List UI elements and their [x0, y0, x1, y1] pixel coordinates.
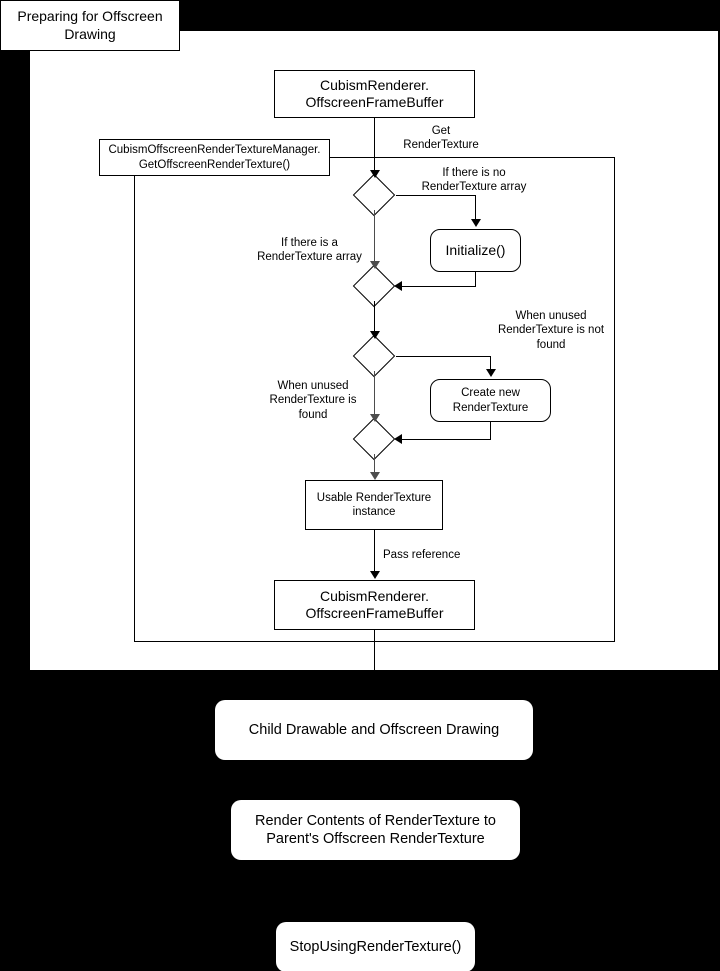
node-usable-render-texture-instance[interactable]: Usable RenderTexture instance — [305, 480, 443, 530]
node-render-contents-to-parent[interactable]: Render Contents of RenderTexture to Pare… — [231, 800, 520, 860]
arrowhead-to-decision2 — [370, 261, 380, 269]
edge-label-if-there-is-array: If there is a RenderTexture array — [257, 237, 362, 264]
page-title: Preparing for Offscreen Drawing — [0, 0, 180, 51]
edge-label-if-no-render-texture-array: If there is no RenderTexture array — [421, 167, 527, 194]
edge-decision3-right — [396, 356, 491, 357]
arrowhead-to-decision1 — [370, 170, 380, 178]
node-offscreen-render-texture-manager[interactable]: CubismOffscreenRenderTextureManager. Get… — [99, 139, 330, 176]
edge-manager-left-rail — [134, 176, 135, 642]
edge-topbox-to-decision1 — [374, 118, 375, 172]
arrowhead-to-decision3 — [370, 331, 380, 339]
edge-decision4-to-usable — [374, 454, 375, 474]
arrowhead-to-bottom-box — [370, 571, 380, 579]
edge-decision2-to-decision3 — [374, 301, 375, 333]
edge-decision1-down-to-initialize — [475, 195, 476, 221]
node-initialize[interactable]: Initialize() — [430, 229, 521, 272]
edge-label-unused-not-found: When unused RenderTexture is not found — [497, 310, 605, 351]
node-top-offscreen-frame-buffer[interactable]: CubismRenderer. OffscreenFrameBuffer — [274, 70, 475, 118]
node-bottom-offscreen-frame-buffer[interactable]: CubismRenderer. OffscreenFrameBuffer — [274, 580, 475, 630]
edge-create-down — [490, 422, 491, 439]
edge-label-pass-reference: Pass reference — [383, 549, 461, 561]
edge-decision1-right — [396, 195, 476, 196]
edge-create-to-decision4 — [396, 439, 491, 440]
edge-label-get-render-texture: Get RenderTexture — [403, 125, 479, 152]
arrowhead-to-usable — [370, 472, 380, 480]
arrowhead-to-initialize — [471, 219, 481, 227]
arrowhead-decision4-left — [394, 434, 402, 444]
node-stop-using-render-texture[interactable]: StopUsingRenderTexture() — [276, 922, 475, 971]
node-create-new-render-texture[interactable]: Create new RenderTexture — [430, 379, 551, 422]
edge-initialize-to-decision2 — [396, 286, 476, 287]
edge-decision3-to-decision4 — [374, 371, 375, 416]
edge-decision1-to-decision2 — [374, 210, 375, 263]
edge-bottom-box-to-child-drawable — [374, 630, 375, 700]
edge-decision3-down-to-create — [490, 356, 491, 371]
edge-usable-to-bottom-box — [374, 530, 375, 574]
arrowhead-to-create-new — [486, 369, 496, 377]
edge-label-unused-found: When unused RenderTexture is found — [269, 380, 357, 421]
arrowhead-to-decision4 — [370, 414, 380, 422]
arrowhead-decision2-left — [394, 281, 402, 291]
edge-initialize-down — [475, 272, 476, 286]
edge-manager-to-frame — [330, 157, 615, 158]
node-child-drawable-offscreen-drawing[interactable]: Child Drawable and Offscreen Drawing — [215, 700, 533, 760]
